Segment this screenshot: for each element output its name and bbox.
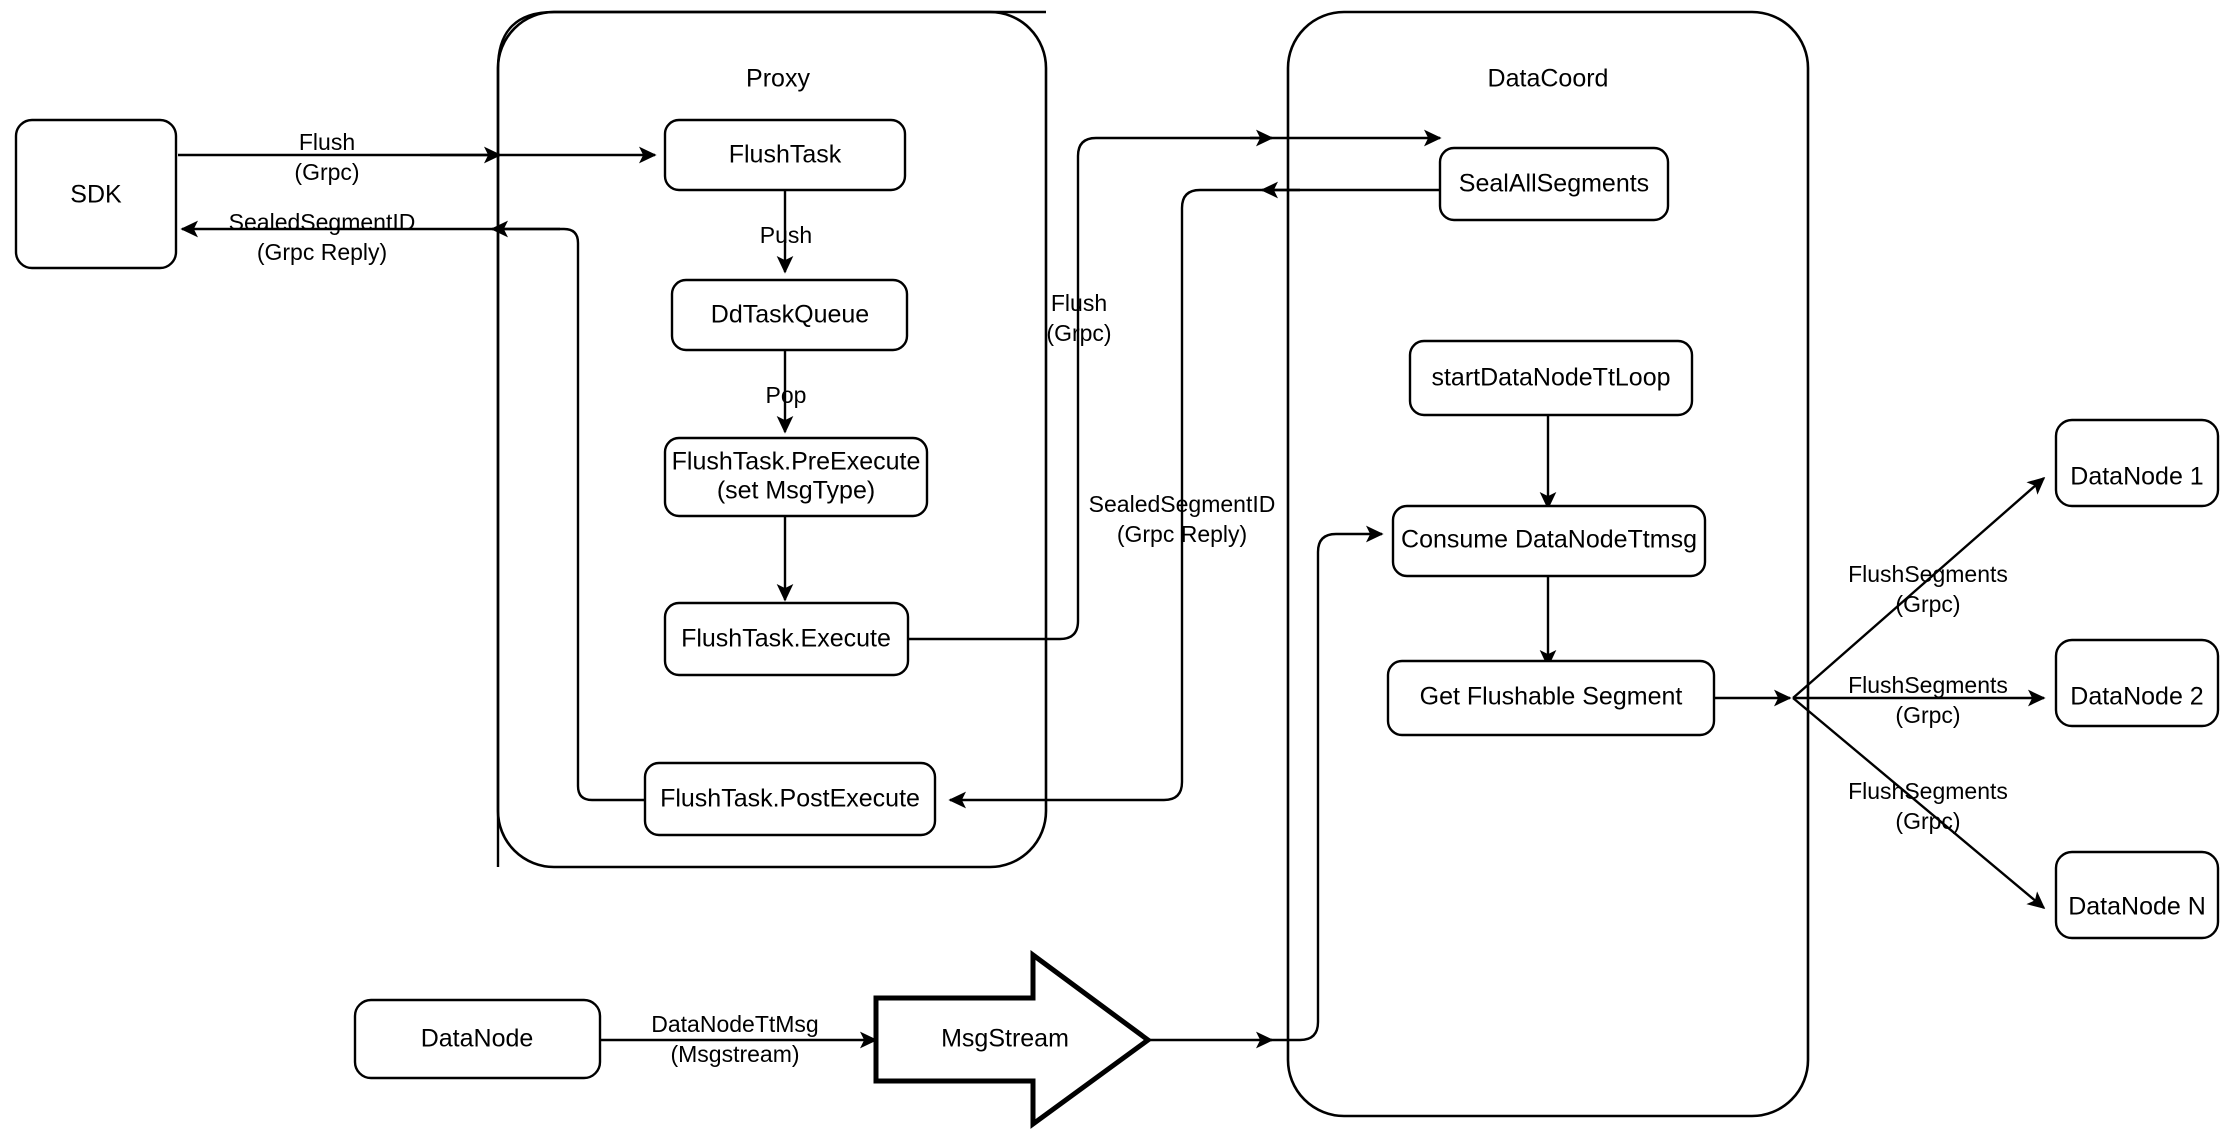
node-sealallsegments[interactable] <box>1438 146 1670 222</box>
node-datanode-bottom[interactable] <box>353 998 602 1080</box>
node-sealallsegments-label: SealAllSegments <box>1459 170 1649 198</box>
node-flushtask[interactable] <box>663 118 907 192</box>
node-flushtask-postexecute-label: FlushTask.PostExecute <box>660 785 920 813</box>
node-flushtask-label: FlushTask <box>729 141 842 169</box>
edge-label-flushsegments-n-line1: FlushSegments <box>1848 778 2008 804</box>
node-flushtask-preexecute-label-line2: (set MsgType) <box>717 477 875 505</box>
edge-label-pop: Pop <box>766 382 807 408</box>
node-ddtaskqueue-label: DdTaskQueue <box>711 301 869 329</box>
edge-label-sealedsegmentid-reply-line2: (Grpc Reply) <box>257 239 387 265</box>
edge-label-datanodettmsg-line2: (Msgstream) <box>670 1041 799 1067</box>
edge-hub-to-datanoden <box>1792 697 2046 910</box>
node-flushtask-preexecute[interactable] <box>663 436 929 518</box>
node-sdk-label: SDK <box>70 181 122 209</box>
group-proxy-title: Proxy <box>746 65 810 93</box>
group-datacoord-container <box>1286 10 1810 1118</box>
edge-hub-to-datanode1 <box>1792 476 2046 699</box>
node-consume-datanodettmsg[interactable] <box>1391 504 1707 578</box>
node-get-flushable-segment[interactable] <box>1386 659 1716 737</box>
node-datanode-1[interactable] <box>2054 418 2220 508</box>
node-sdk[interactable] <box>14 118 178 270</box>
node-datanode-bottom-label: DataNode <box>421 1025 534 1053</box>
node-flushtask-execute-label: FlushTask.Execute <box>681 625 891 653</box>
node-startdatanodettloop-label: startDataNodeTtLoop <box>1431 364 1670 392</box>
node-startdatanodettloop[interactable] <box>1408 339 1694 417</box>
node-datanode-1-label: DataNode 1 <box>2070 463 2203 491</box>
node-datanode-n-label: DataNode N <box>2068 893 2206 921</box>
node-datanode-2[interactable] <box>2054 638 2220 728</box>
edge-label-flush-grpc-line1: Flush <box>299 129 355 155</box>
edge-label-flush-grpc-line2: (Grpc) <box>294 159 359 185</box>
edge-label-flushsegments-1-line1: FlushSegments <box>1848 561 2008 587</box>
edge-proxy-left-rail <box>496 10 1046 867</box>
group-datacoord-title: DataCoord <box>1488 65 1609 93</box>
node-msgstream-arrow[interactable] <box>873 950 1153 1129</box>
edge-datacoord-msgrail-to-consume <box>1266 525 1384 1042</box>
edge-label-flushsegments-2-line1: FlushSegments <box>1848 672 2008 698</box>
edge-postexecute-to-sdk <box>180 220 645 802</box>
edge-label-push: Push <box>760 222 812 248</box>
edge-label-coord-sealedsegmentid-line1: SealedSegmentID <box>1089 491 1276 517</box>
edge-label-sealedsegmentid-reply-line1: SealedSegmentID <box>229 209 416 235</box>
node-flushtask-postexecute[interactable] <box>643 761 937 837</box>
node-ddtaskqueue[interactable] <box>670 278 909 352</box>
node-get-flushable-segment-label: Get Flushable Segment <box>1420 683 1683 711</box>
node-datanode-n[interactable] <box>2054 850 2220 940</box>
edge-label-proxy-flush-grpc-line1: Flush <box>1051 290 1107 316</box>
edge-label-proxy-flush-grpc-line2: (Grpc) <box>1046 320 1111 346</box>
node-consume-datanodettmsg-label: Consume DataNodeTtmsg <box>1401 526 1697 554</box>
node-msgstream-label: MsgStream <box>941 1025 1069 1053</box>
node-flushtask-execute[interactable] <box>663 601 910 677</box>
edge-sealallsegments-to-postexecute <box>948 188 1440 809</box>
edge-label-datanodettmsg-line1: DataNodeTtMsg <box>651 1011 818 1037</box>
node-datanode-2-label: DataNode 2 <box>2070 683 2203 711</box>
edge-label-flushsegments-1-line2: (Grpc) <box>1895 591 1960 617</box>
edge-label-flushsegments-n-line2: (Grpc) <box>1895 808 1960 834</box>
edge-label-coord-sealedsegmentid-line2: (Grpc Reply) <box>1117 521 1247 547</box>
node-flushtask-preexecute-label-line1: FlushTask.PreExecute <box>672 448 921 476</box>
edge-execute-to-datacoord <box>908 129 1274 641</box>
edge-label-flushsegments-2-line2: (Grpc) <box>1895 702 1960 728</box>
